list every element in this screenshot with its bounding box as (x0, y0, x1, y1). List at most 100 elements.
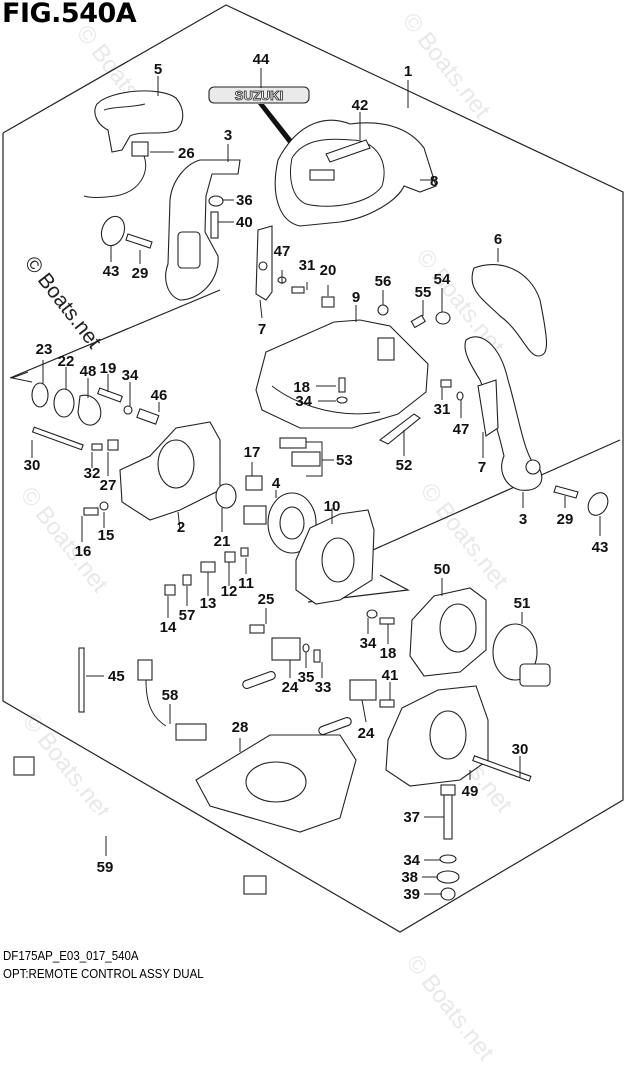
part-18-screw (338, 377, 346, 393)
callout-2: 2 (177, 519, 185, 536)
callout-43: 43 (103, 263, 120, 280)
part-41-clip (379, 699, 395, 708)
callout-14: 14 (160, 619, 177, 636)
callout-30: 30 (512, 741, 529, 758)
part-34-washer-bottom (439, 854, 457, 864)
callout-8: 8 (430, 173, 438, 190)
part-59-cable-fill (38, 775, 241, 883)
part-3-lever-arm-right (464, 336, 543, 491)
part-20-block (321, 296, 335, 308)
assembly-frame (2, 4, 624, 933)
part-52-strip (378, 413, 421, 445)
part-29-screw (125, 233, 153, 249)
part-31-screw (291, 286, 305, 294)
part-49-bore (429, 710, 467, 760)
callout-3: 3 (224, 127, 232, 144)
part-43-cap (100, 215, 126, 247)
subassembly-bracket (10, 371, 33, 383)
callout-37: 37 (403, 809, 420, 826)
callout-21: 21 (214, 533, 231, 550)
part-46-spring (136, 408, 160, 425)
part-50-plate (439, 603, 477, 653)
callout-50: 50 (434, 561, 451, 578)
part-26-connector (131, 141, 149, 157)
callout-6: 6 (494, 231, 502, 248)
part-1-top-cover (274, 119, 437, 227)
callout-38: 38 (401, 869, 418, 886)
part-4-center (279, 506, 305, 540)
callout-5: 5 (154, 61, 162, 78)
callout-7: 7 (258, 321, 266, 338)
part-9-connector (377, 337, 395, 361)
callout-42: 42 (352, 97, 369, 114)
part-19-pin (96, 387, 124, 403)
part-38-washer (436, 870, 460, 884)
part-40-bolt (210, 211, 219, 239)
callout-59: 59 (97, 859, 114, 876)
diagram-description: OPT:REMOTE CONTROL ASSY DUAL (3, 967, 204, 981)
callout-20: 20 (320, 262, 337, 279)
callout-18: 18 (293, 379, 310, 396)
part-3-pivot (525, 459, 541, 475)
part-37-bolt-head (440, 784, 456, 796)
diagram-code: DF175AP_E03_017_540A (3, 949, 139, 963)
part-53-pad (291, 451, 321, 467)
callout-52: 52 (396, 457, 413, 474)
callout-35: 35 (298, 669, 315, 686)
part-10-bore (321, 537, 355, 583)
callout-11: 11 (238, 575, 254, 592)
part-7-hole (258, 261, 268, 271)
part-16-screw (83, 507, 99, 516)
figure-title: FIG.540A (2, 0, 137, 29)
part-7-bracket-right (477, 379, 499, 437)
part-15-nut (99, 501, 109, 511)
part-11-pin (240, 547, 249, 557)
part-43-cap-right (587, 492, 609, 516)
part-3-spline (177, 231, 201, 269)
callout-33: 33 (315, 679, 332, 696)
part-57-spring (182, 574, 192, 586)
part-25-clip (249, 624, 265, 634)
callout-24: 24 (358, 725, 375, 742)
callout-44: 44 (253, 51, 270, 68)
callout-7: 7 (478, 459, 486, 476)
callout-9: 9 (352, 289, 360, 306)
callout-24: 24 (282, 679, 299, 696)
callout-34: 34 (122, 367, 139, 384)
callout-19: 19 (100, 360, 117, 377)
callout-31: 31 (299, 257, 316, 274)
part-34-washer-left (123, 405, 133, 415)
part-34-washer-mid (366, 609, 378, 619)
part-5-detail (103, 103, 146, 111)
part-1-cover-detail (290, 138, 385, 207)
part-17-block (245, 475, 263, 491)
part-39-nut (440, 887, 456, 901)
part-12-pawl (224, 551, 236, 563)
callout-29: 29 (557, 511, 574, 528)
part-32-screw (91, 443, 103, 451)
part-58-plug (175, 723, 207, 741)
part-56-nut (377, 304, 389, 316)
part-44-emblem (208, 86, 310, 104)
callout-13: 13 (200, 595, 217, 612)
part-59-plug (243, 875, 267, 895)
callout-47: 47 (453, 421, 470, 438)
part-58-wire (145, 679, 167, 727)
part-14-nut (164, 584, 176, 596)
emblem-recess (309, 169, 335, 181)
callout-31: 31 (434, 401, 451, 418)
callout-10: 10 (324, 498, 341, 515)
callout-15: 15 (98, 527, 115, 544)
callout-12: 12 (221, 583, 238, 600)
callout-25: 25 (258, 591, 275, 608)
part-58-connector (137, 659, 153, 681)
part-22-washer (53, 388, 75, 418)
part-24-lead (242, 671, 276, 689)
callout-3: 3 (519, 511, 527, 528)
part-31-screw-right (440, 379, 452, 388)
callout-30: 30 (24, 457, 41, 474)
callout-55: 55 (415, 284, 432, 301)
callout-41: 41 (382, 667, 399, 684)
part-4-spline (243, 505, 267, 525)
part-30-bolt-right (472, 755, 532, 782)
